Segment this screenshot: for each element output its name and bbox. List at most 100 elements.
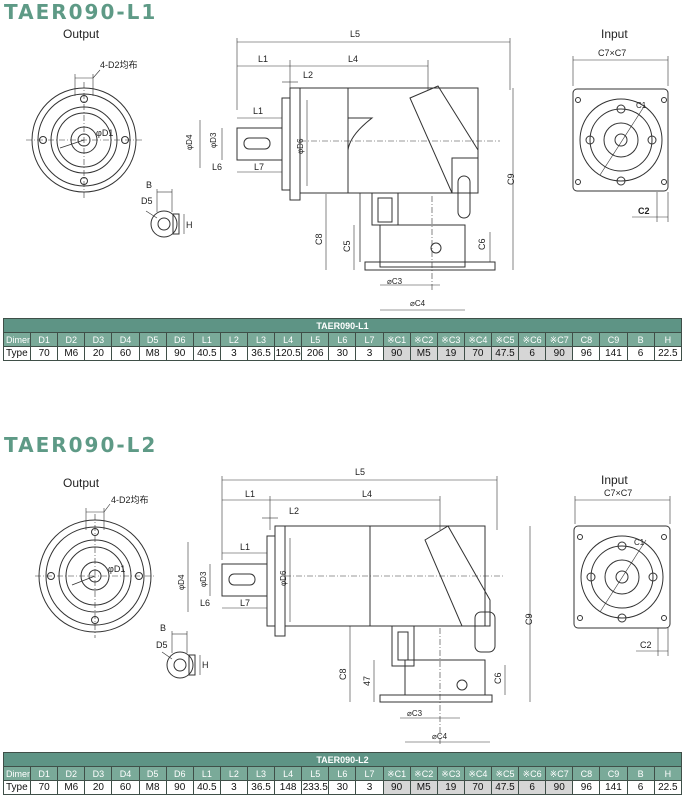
table-cell: 90 [165, 346, 194, 361]
table-cell: 30 [328, 780, 357, 795]
table-header-row: Dimension D1 D2 D3 D4 D5 D6 L1 L2 L3 L4 … [2, 332, 683, 347]
header-cell: L4 [274, 332, 303, 347]
table-cell: 90 [382, 780, 411, 795]
header-cell: D5 [138, 332, 167, 347]
header-cell: D6 [165, 332, 194, 347]
header-cell: ※C5 [490, 766, 520, 781]
model-title: TAER090-L1 [4, 0, 158, 24]
table-cell: 70 [30, 780, 59, 795]
header-cell: L3 [246, 332, 276, 347]
header-cell: H [653, 332, 683, 347]
header-cell: C8 [572, 332, 601, 347]
table-cell: 40.5 [192, 346, 221, 361]
l6-label: L6 [212, 162, 222, 172]
model-title: TAER090-L2 [4, 433, 158, 457]
table-cell: 3 [355, 346, 384, 361]
header-cell: D5 [138, 766, 167, 781]
c5-label: 47 [362, 676, 372, 686]
table-cell: 141 [599, 780, 628, 795]
c1-label: C1 [634, 538, 645, 547]
l5-label: L5 [350, 29, 360, 39]
table-cell: M5 [409, 346, 438, 361]
output-flange-view: Output 4-D2均布 φD1 [35, 476, 155, 638]
header-cell: ※C4 [463, 332, 492, 347]
table-cell: 3 [219, 780, 248, 795]
b-label: B [146, 180, 152, 190]
table-cell: 60 [111, 780, 140, 795]
header-cell: D3 [84, 332, 113, 347]
header-cell: D1 [30, 332, 59, 347]
header-cell: D4 [111, 766, 140, 781]
c7x-label: C7×C7 [604, 488, 632, 498]
table-cell: 6 [518, 346, 547, 361]
d4-label: φD4 [177, 574, 186, 590]
header-cell: ※C6 [518, 766, 547, 781]
hole-pattern-label: 4-D2均布 [111, 494, 149, 505]
header-cell: L1 [192, 332, 221, 347]
table-cell: 20 [84, 346, 113, 361]
header-cell: ※C6 [518, 332, 547, 347]
table-caption-row: TAER090-L1 [3, 318, 682, 333]
l1-label: L1 [258, 54, 268, 64]
d1-label: φD1 [96, 128, 113, 138]
table-row: Type I 70 M6 20 60 M8 90 40.5 3 36.5 148… [2, 780, 683, 795]
header-cell: ※C1 [382, 332, 411, 347]
header-cell: D1 [30, 766, 59, 781]
hole-pattern-label: 4-D2均布 [100, 59, 138, 70]
header-cell: L6 [328, 766, 357, 781]
l1-label: L1 [245, 489, 255, 499]
header-cell: Dimension [2, 332, 32, 347]
key-detail: B D5 H [156, 623, 209, 679]
header-cell: L1 [192, 766, 221, 781]
table-cell: 22.5 [653, 346, 683, 361]
header-cell: D6 [165, 766, 194, 781]
input-flange-view: Input C7×C7 C1 C2 [573, 473, 671, 656]
table-caption-row: TAER090-L2 [3, 752, 682, 767]
d5-label: D5 [141, 196, 153, 206]
l2-label: L2 [303, 70, 313, 80]
l7-label: L7 [240, 598, 250, 608]
output-label: Output [63, 476, 100, 490]
table-cell: M8 [138, 346, 167, 361]
header-cell: L2 [219, 332, 248, 347]
side-view: L5 L1 L4 L2 L1 L6 L7 φD4 φD3 φD6 [177, 467, 534, 745]
c5-label: C5 [342, 240, 352, 252]
input-label: Input [601, 27, 628, 41]
header-cell: C9 [599, 766, 628, 781]
l5-label: L5 [355, 467, 365, 477]
d5-label: D5 [156, 640, 168, 650]
b-label: B [160, 623, 166, 633]
c7x-label: C7×C7 [598, 48, 626, 58]
header-cell: H [653, 766, 683, 781]
output-label: Output [63, 27, 100, 41]
h-label: H [202, 660, 209, 670]
table-row: Type I 70 M6 20 60 M8 90 40.5 3 36.5 120… [2, 346, 683, 361]
key-detail: B D5 H [141, 180, 193, 238]
header-cell: ※C2 [409, 332, 438, 347]
table-cell: M8 [138, 780, 167, 795]
table-cell: 96 [572, 780, 601, 795]
l2-label: L2 [289, 506, 299, 516]
header-cell: ※C4 [463, 766, 492, 781]
c4-label: ⌀C4 [432, 732, 448, 741]
header-cell: C8 [572, 766, 601, 781]
header-cell: L7 [355, 332, 384, 347]
header-cell: L5 [301, 766, 330, 781]
header-cell: ※C1 [382, 766, 411, 781]
table-cell: 70 [463, 780, 492, 795]
c9-label: C9 [506, 173, 516, 185]
technical-drawing-l2: Output 4-D2均布 φD1 B D5 H [35, 467, 671, 745]
header-cell: L3 [246, 766, 276, 781]
header-cell: ※C3 [436, 766, 465, 781]
table-cell: 206 [301, 346, 330, 361]
table-cell: 3 [355, 780, 384, 795]
l1-inner-label: L1 [240, 542, 250, 552]
spec-table-l2: TAER090-L2 Dimension D1 D2 D3 D4 D5 D6 L… [2, 752, 683, 795]
table-cell: 19 [436, 346, 465, 361]
header-cell: ※C3 [436, 332, 465, 347]
l1-inner-label: L1 [253, 106, 263, 116]
table-cell: 90 [165, 780, 194, 795]
c4-label: ⌀C4 [410, 299, 426, 308]
header-cell: L2 [219, 766, 248, 781]
header-cell: L7 [355, 766, 384, 781]
